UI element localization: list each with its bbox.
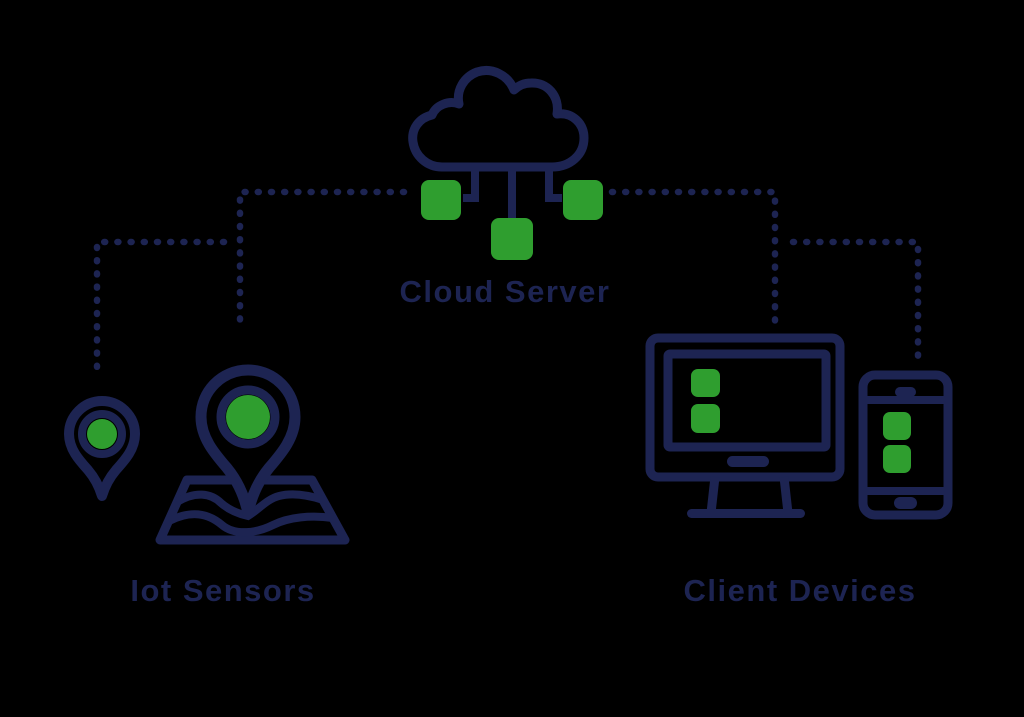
cloud-port-square-right bbox=[563, 180, 603, 220]
map-pin-small-icon bbox=[64, 396, 140, 501]
iot-sensors-icon bbox=[64, 364, 350, 545]
monitor-stand-legs bbox=[706, 476, 793, 514]
connection-cloud-to-monitor bbox=[608, 188, 779, 326]
iot-sensors-label: Iot Sensors bbox=[130, 573, 316, 608]
connection-phone-branch bbox=[789, 238, 922, 360]
monitor-button-pill bbox=[727, 456, 769, 467]
phone-app-tile-1 bbox=[883, 412, 911, 440]
map-contour-line-2 bbox=[167, 510, 334, 537]
pin-ring-small bbox=[78, 410, 126, 458]
monitor-screen bbox=[663, 349, 831, 452]
pin-dot-large bbox=[226, 395, 270, 439]
phone-speaker-pill bbox=[895, 387, 916, 397]
connection-cloud-to-large-pin bbox=[236, 188, 408, 326]
client-devices-icon bbox=[645, 333, 953, 520]
cloud-port-link-left bbox=[463, 171, 479, 202]
cloud-server-label: Cloud Server bbox=[399, 274, 611, 309]
phone-home-pill bbox=[894, 497, 917, 509]
cloud-port-square-left bbox=[421, 180, 461, 220]
cloud-server-icon bbox=[408, 66, 603, 260]
pin-ring-large bbox=[216, 385, 280, 449]
monitor-app-tile-1 bbox=[691, 369, 720, 397]
monitor-stand-base bbox=[687, 509, 805, 518]
map-pin-large-icon bbox=[195, 364, 301, 519]
cloud-port-link-right bbox=[545, 171, 562, 202]
cloud-icon bbox=[408, 66, 589, 172]
phone-app-tile-2 bbox=[883, 445, 911, 473]
client-devices-label: Client Devices bbox=[683, 573, 917, 608]
pin-dot-small bbox=[87, 419, 117, 449]
smartphone-icon bbox=[858, 370, 953, 520]
monitor-icon bbox=[645, 333, 845, 518]
connection-small-pin-branch bbox=[93, 238, 228, 380]
monitor-app-tile-2 bbox=[691, 404, 720, 433]
cloud-port-square-center bbox=[491, 218, 533, 260]
